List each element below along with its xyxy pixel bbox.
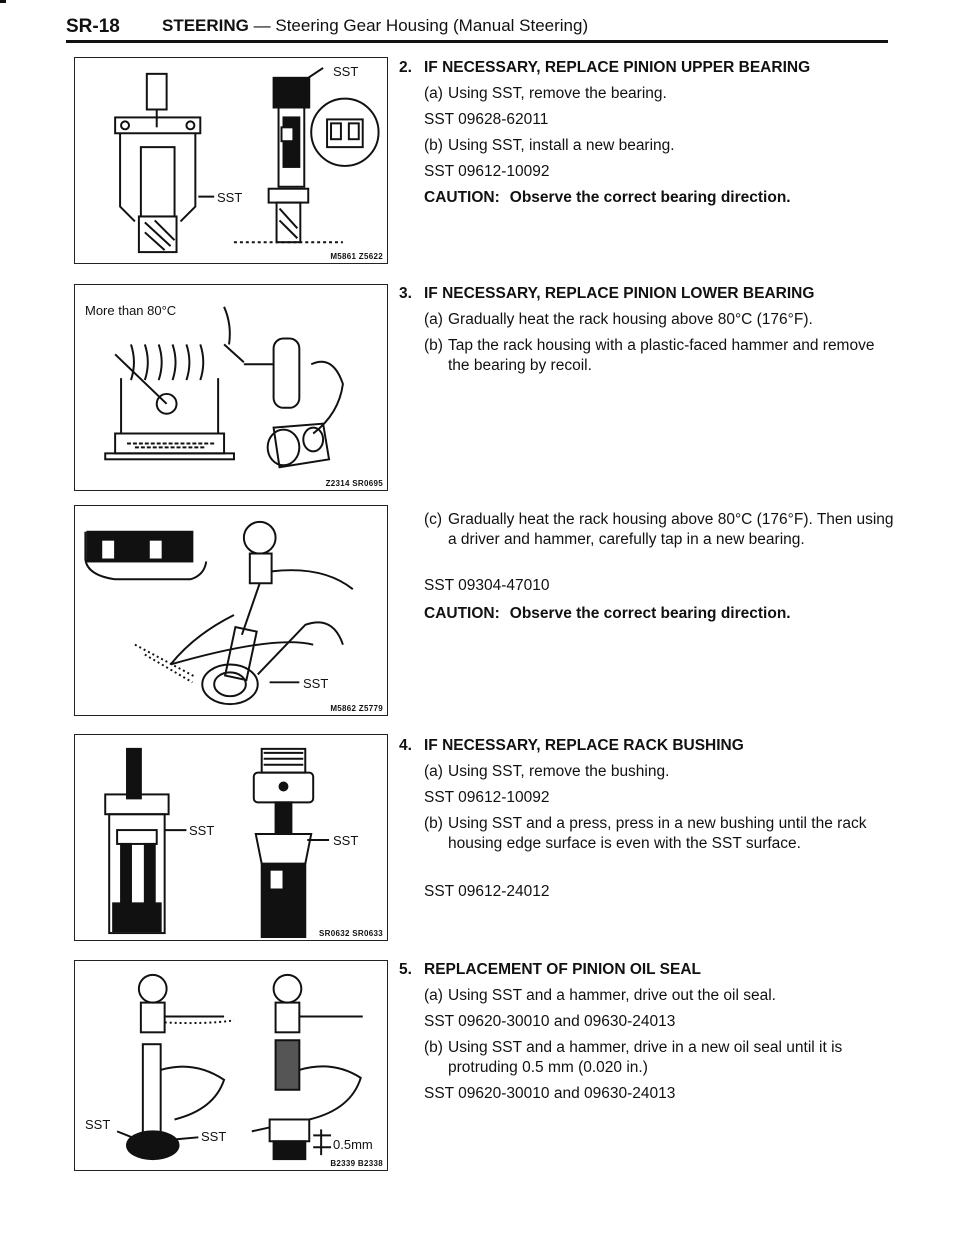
sst-number: SST 09612-24012 (424, 883, 550, 900)
section-number: 3. (399, 285, 412, 302)
caution-text: Observe the correct bearing direction. (509, 189, 791, 206)
driver-and-hammer-illustration (84, 520, 354, 706)
sst-number: SST 09620-30010 and 09630-24013 (424, 1085, 676, 1102)
step-label: (b) (424, 1039, 443, 1056)
page-title: STEERING — Steering Gear Housing (Manual… (162, 16, 588, 36)
oil-seal-tools-illustration (116, 973, 363, 1161)
step-text: Using SST and a hammer, drive out the oi… (448, 987, 776, 1004)
sst-label: SST (303, 676, 329, 691)
bushing-tools-illustration (104, 747, 330, 939)
figure-upper-bearing: SST SST M5861 Z5622 (74, 57, 388, 264)
section-number: 5. (399, 961, 412, 978)
sst-label-left: SST (217, 190, 243, 205)
sst-number: SST 09628-62011 (424, 111, 549, 128)
section-upper-bearing: 2. IF NECESSARY, REPLACE PINION UPPER BE… (399, 58, 899, 208)
figure-code: M5861 Z5622 (330, 252, 383, 261)
temperature-caption: More than 80°C (85, 303, 177, 318)
section-rack-bushing: 4. IF NECESSARY, REPLACE RACK BUSHING (a… (399, 736, 899, 906)
sst-number: SST 09612-10092 (424, 163, 550, 180)
section-title: IF NECESSARY, REPLACE PINION UPPER BEARI… (424, 59, 811, 76)
figure-install-bearing: SST M5862 Z5779 (74, 505, 388, 716)
step-text: Tap the rack housing with a plastic-face… (448, 337, 875, 375)
figure-code: SR0632 SR0633 (319, 929, 383, 938)
figure-rack-bushing: SST SST SR0632 SR0633 (74, 734, 388, 941)
step-text: Gradually heat the rack housing above 80… (448, 511, 894, 549)
section-title: IF NECESSARY, REPLACE RACK BUSHING (424, 737, 744, 754)
caution-note: CAUTION: Observe the correct bearing dire… (424, 188, 791, 208)
step-text: Using SST, remove the bearing. (448, 85, 667, 102)
sst-number: SST 09304-47010 (424, 577, 550, 594)
sst-label-left: SST (189, 823, 215, 838)
sst-label-left: SST (85, 1117, 111, 1132)
section-oil-seal: 5. REPLACEMENT OF PINION OIL SEAL (a) Us… (399, 960, 899, 1110)
header-rule (66, 40, 888, 43)
caution-label: CAUTION: (424, 189, 500, 206)
step-text: Using SST and a hammer, drive in a new o… (448, 1039, 843, 1077)
step-label: (a) (424, 987, 443, 1004)
sst-label-right: SST (333, 833, 359, 848)
sst-number: SST 09612-10092 (424, 789, 550, 806)
sst-label-middle: SST (201, 1129, 227, 1144)
caution-label: CAUTION: (424, 605, 500, 622)
page-header: SR-18 STEERING — Steering Gear Housing (… (66, 10, 888, 43)
step-label: (a) (424, 763, 443, 780)
figure-code: Z2314 SR0695 (325, 479, 383, 488)
corner-mark (0, 0, 6, 3)
protrusion-label: 0.5mm (333, 1137, 373, 1152)
step-label: (a) (424, 311, 443, 328)
bearing-puller-illustration (114, 67, 380, 254)
step-label: (b) (424, 815, 443, 832)
figure-code: M5862 Z5779 (330, 704, 383, 713)
section-number: 2. (399, 59, 412, 76)
step-text: Using SST, remove the bushing. (448, 763, 670, 780)
section-lower-bearing: 3. IF NECESSARY, REPLACE PINION LOWER BE… (399, 284, 899, 634)
step-label: (b) (424, 137, 443, 154)
section-number: 4. (399, 737, 412, 754)
step-text: Using SST, install a new bearing. (448, 137, 675, 154)
step-label: (c) (424, 511, 443, 528)
step-label: (a) (424, 85, 443, 102)
page-title-rest: — Steering Gear Housing (Manual Steering… (248, 16, 589, 35)
caution-text: Observe the correct bearing direction. (509, 605, 791, 622)
sst-label-top: SST (333, 64, 359, 79)
heating-and-hammer-illustration (104, 306, 344, 469)
figure-code: B2339 B2338 (330, 1159, 383, 1168)
section-title: REPLACEMENT OF PINION OIL SEAL (424, 961, 702, 978)
figure-oil-seal: SST SST 0.5mm B2339 B2338 (74, 960, 388, 1171)
page-number: SR-18 (66, 16, 120, 37)
step-text: Gradually heat the rack housing above 80… (448, 311, 813, 328)
page-title-bold: STEERING (162, 16, 249, 35)
step-text: Using SST and a press, press in a new bu… (448, 815, 867, 853)
section-title: IF NECESSARY, REPLACE PINION LOWER BEARI… (424, 285, 815, 302)
step-label: (b) (424, 337, 443, 354)
figure-heat-housing: More than 80°C Z2314 SR0695 (74, 284, 388, 491)
sst-number: SST 09620-30010 and 09630-24013 (424, 1013, 676, 1030)
caution-note: CAUTION: Observe the correct bearing dire… (424, 604, 791, 624)
